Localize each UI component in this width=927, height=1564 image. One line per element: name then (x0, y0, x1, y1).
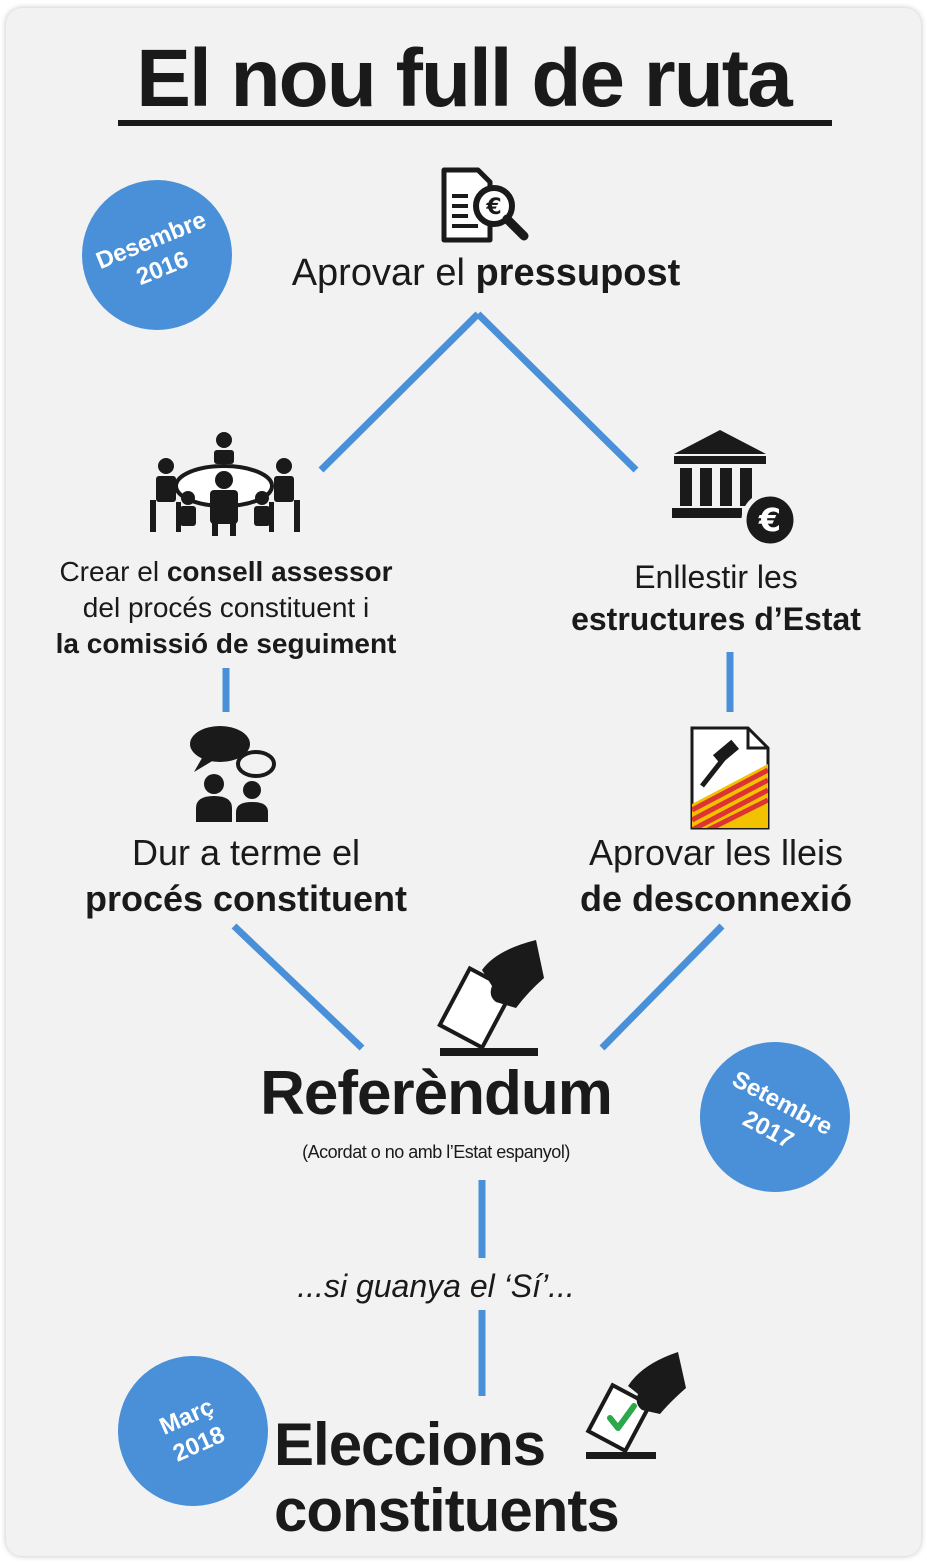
step-council-line3: la comissió de seguiment (55, 628, 397, 659)
step-process-line1: Dur a terme el (131, 832, 361, 873)
step-council-bold: consell assessor (166, 556, 393, 587)
svg-text:€: € (758, 501, 781, 539)
connector-budget-council (318, 311, 481, 473)
bank-euro-icon: € (672, 430, 799, 548)
referendum-title: Referèndum (260, 1059, 613, 1128)
step-council-plain: Crear el (59, 556, 167, 587)
referendum-subtitle: (Acordat o no amb l’Estat espanyol) (302, 1142, 570, 1162)
svg-text:€: € (485, 195, 501, 220)
step-budget: Aprovar el pressupost (236, 252, 736, 295)
step-budget-text: Aprovar el (291, 252, 476, 294)
step-process: Dur a terme el procés constituent (46, 830, 446, 922)
step-structures-line2: estructures d’Estat (571, 601, 861, 637)
ballot-hand-icon (437, 940, 544, 1056)
meeting-table-icon (150, 432, 300, 536)
connector-laws-referendum (599, 923, 725, 1051)
step-elections-line2: constituents (274, 1477, 620, 1544)
step-laws: Aprovar les lleis de desconnexió (516, 830, 916, 922)
step-process-line2: procés constituent (84, 878, 408, 919)
step-structures-line1: Enllestir les (634, 559, 798, 595)
people-speech-icon (190, 726, 276, 822)
page-title: El nou full de ruta (136, 33, 792, 124)
gavel-document-icon (690, 726, 770, 830)
infographic-card: El nou full de ruta Desembre 2016 Setemb… (6, 8, 921, 1556)
connector-budget-structures (475, 311, 639, 473)
step-budget-bold: pressupost (475, 252, 681, 294)
condition-text: ...si guanya el ‘Sí’... (297, 1268, 575, 1304)
step-council-line2: del procés constituent i (82, 592, 370, 623)
step-laws-line1: Aprovar les lleis (588, 832, 844, 873)
step-structures: Enllestir les estructures d’Estat (516, 556, 916, 640)
title-underline (118, 120, 832, 126)
step-elections-line1: Eleccions (274, 1411, 546, 1478)
connector-lines (222, 311, 734, 1396)
step-elections: Eleccions constituents (274, 1412, 714, 1544)
step-council: Crear el consell assessor del procés con… (16, 554, 436, 662)
step-laws-line2: de desconnexió (579, 878, 853, 919)
step-council-line1: Crear el consell assessor (16, 554, 436, 590)
ballot-check-icon (585, 1352, 686, 1459)
document-euro-search-icon: € (441, 167, 529, 243)
connector-process-referendum (231, 923, 365, 1051)
